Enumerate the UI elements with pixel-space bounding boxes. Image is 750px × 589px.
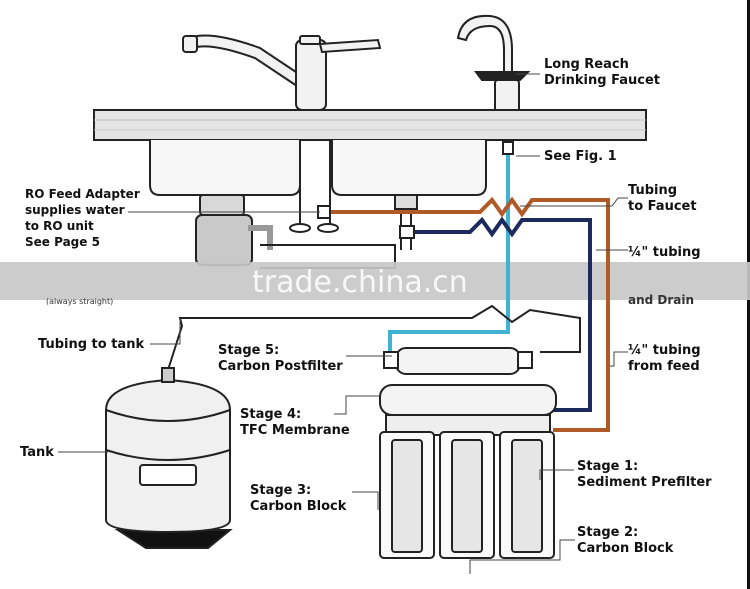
stage3-label-2: Carbon Block [250, 499, 347, 514]
stage1-label-1: Stage 1: [577, 459, 638, 474]
tubing-faucet-label-1: Tubing [628, 183, 677, 198]
stage5-label-1: Stage 5: [218, 343, 279, 358]
adapter-label-3: to RO unit [25, 219, 94, 233]
stage4-label-2: TFC Membrane [240, 423, 350, 438]
postfilter-cartridge [383, 347, 533, 375]
watermark-band [0, 262, 750, 300]
tubing-faucet-label-2: to Faucet [628, 199, 697, 214]
stage2-label-1: Stage 2: [577, 525, 638, 540]
stage3-label-1: Stage 3: [250, 483, 311, 498]
leader-lines [58, 73, 628, 574]
stage4-label-1: Stage 4: [240, 407, 301, 422]
drinking-faucet [456, 14, 531, 113]
always-straight-note: (always straight) [46, 297, 113, 306]
and-drain-label: and Drain [628, 293, 694, 307]
stage1-label-2: Sediment Prefilter [577, 475, 712, 490]
adapter-label-2: supplies water [25, 203, 125, 217]
adapter-label-4: See Page 5 [25, 235, 100, 249]
disposal-unit [195, 194, 273, 266]
filter-canisters [379, 431, 555, 559]
sink-basins [149, 140, 487, 196]
feed-label-1: ¼" tubing [628, 343, 701, 358]
quarter-tubing-label: ¼" tubing [628, 245, 701, 260]
storage-tank [105, 367, 233, 549]
faucet-label-1: Long Reach [544, 57, 629, 72]
stage2-label-2: Carbon Block [577, 541, 674, 556]
tank-tubing [167, 304, 581, 371]
countertop [93, 109, 647, 141]
labels: Long Reach Drinking Faucet See Fig. 1 RO… [20, 57, 712, 556]
kitchen-faucet [182, 34, 382, 111]
faucet-label-2: Drinking Faucet [544, 73, 660, 88]
tank-label: Tank [20, 445, 54, 460]
membrane-housing [379, 384, 557, 436]
adapter-label-1: RO Feed Adapter [25, 187, 140, 201]
see-fig-label: See Fig. 1 [544, 149, 617, 164]
watermark-text: trade.china.cn [252, 265, 468, 300]
drain-tubing [412, 216, 592, 412]
stage5-label-2: Carbon Postfilter [218, 359, 343, 374]
feed-tubing [330, 196, 610, 432]
tubing-to-faucet [388, 150, 510, 352]
tubing-tank-label: Tubing to tank [38, 337, 144, 352]
feed-label-2: from feed [628, 359, 700, 374]
